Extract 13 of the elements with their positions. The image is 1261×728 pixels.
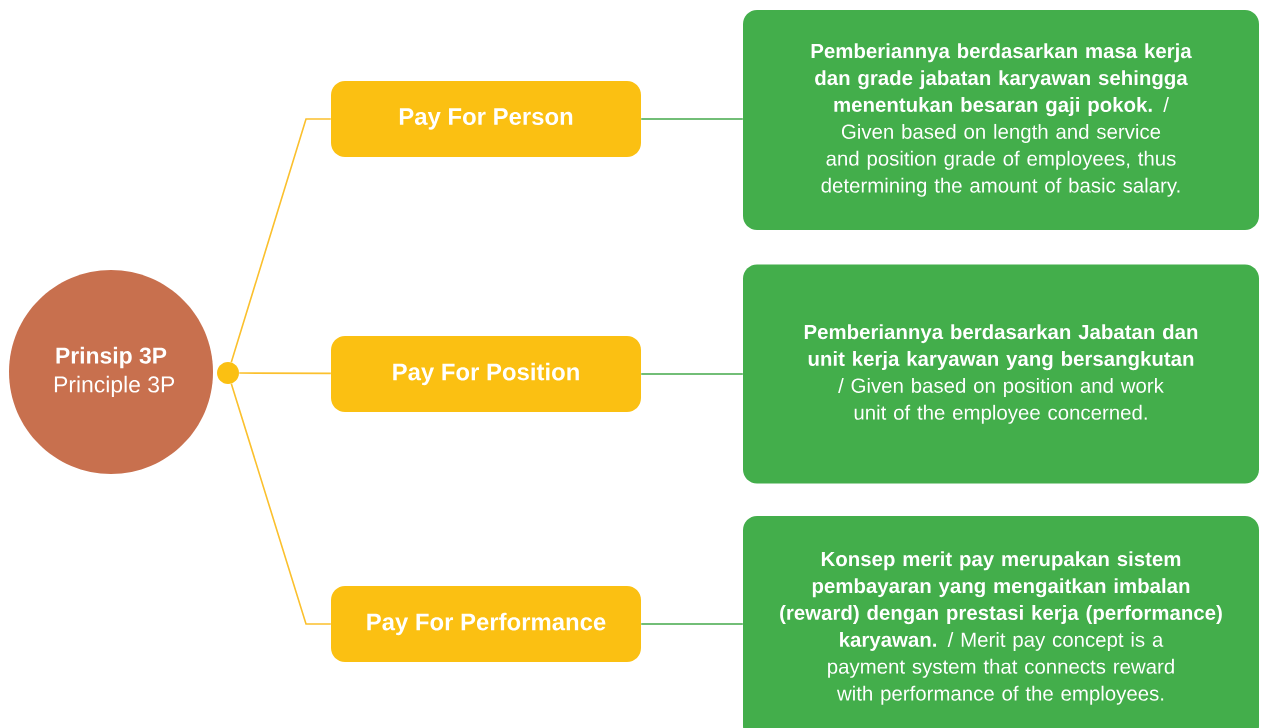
connector-line <box>640 373 744 375</box>
category-box: Pay For Performance <box>331 586 641 662</box>
connector-line <box>238 372 332 375</box>
category-box: Pay For Person <box>331 81 641 157</box>
connector-line <box>640 623 744 625</box>
description-box: Pemberiannya berdasarkan Jabatan dan unit kerja karyawan yang bersangkutan / Given based on position and work unit of the employee concerned. <box>743 264 1259 484</box>
description-box: Pemberiannya berdasarkan masa kerja dan grade jabatan karyawan sehingga menentukan besaran gaji pokok. / Given based on length and service and position grade of employees, thus determining the amount of basic salary. <box>743 10 1259 230</box>
connector-line <box>230 382 332 625</box>
junction-dot <box>217 362 239 384</box>
connector-line <box>230 118 332 364</box>
description-box: Konsep merit pay merupakan sistem pembayaran yang mengaitkan imbalan (reward) dengan prestasi kerja (performance) karyawan. / Merit pay concept is a payment system that connects reward with performance of the employees. <box>743 516 1259 728</box>
connector-line <box>640 118 744 120</box>
category-box: Pay For Position <box>331 336 641 412</box>
